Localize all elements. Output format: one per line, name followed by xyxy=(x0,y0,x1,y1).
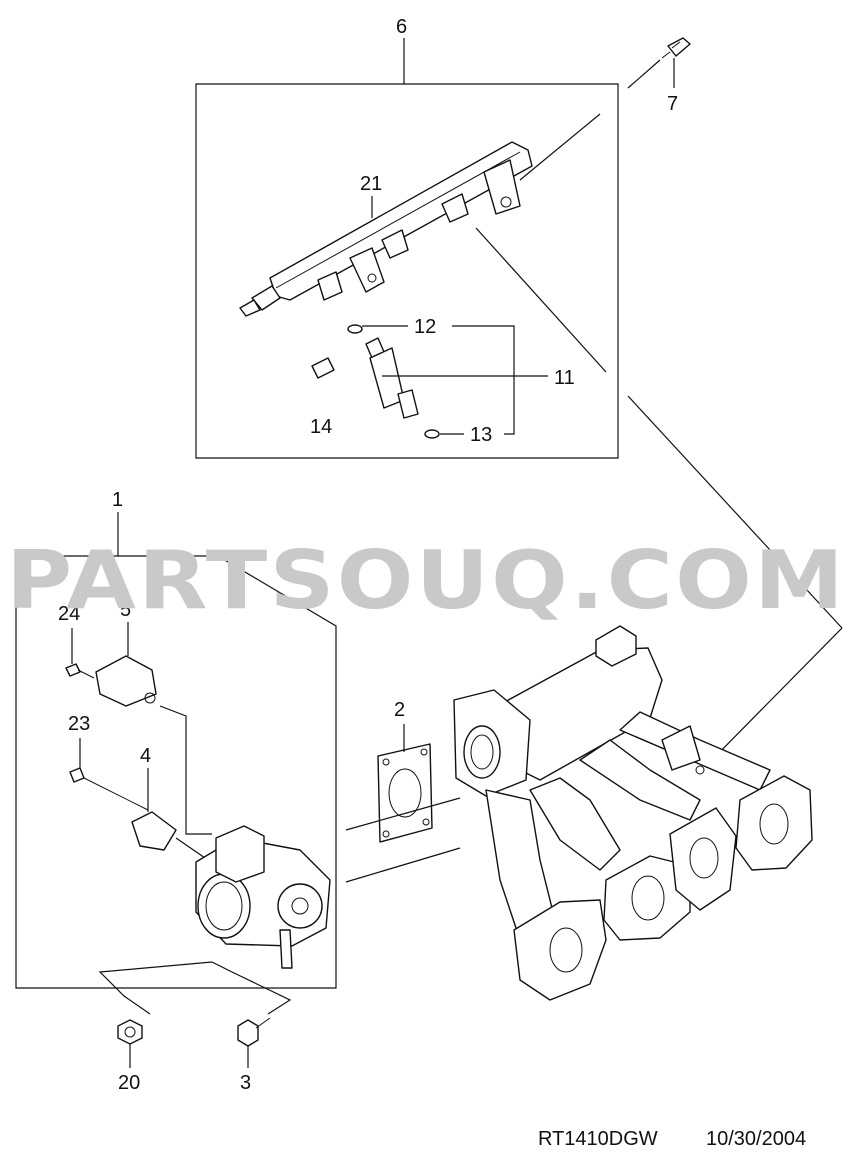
callout-4[interactable]: 4 xyxy=(140,745,151,767)
drawing-id: RT1410DGW xyxy=(538,1128,658,1150)
bolt-7[interactable] xyxy=(661,37,691,59)
callout-1[interactable]: 1 xyxy=(112,489,123,511)
gasket-axis-line-b xyxy=(345,847,461,883)
throttle-body-gasket[interactable] xyxy=(377,743,433,843)
watermark: PARTSOUQ.COM xyxy=(6,534,846,627)
bolt-7-axis xyxy=(627,59,661,89)
iac-to-throttle-line xyxy=(159,705,212,835)
fuel-rail-group-box xyxy=(195,83,619,459)
tps-to-throttle-line xyxy=(175,837,209,861)
bolt-3[interactable] xyxy=(237,1017,271,1047)
throttle-position-sensor[interactable] xyxy=(131,811,177,851)
nut-20[interactable] xyxy=(117,1019,143,1045)
screw-23[interactable] xyxy=(69,767,149,811)
screw-24[interactable] xyxy=(65,663,95,679)
callout-13[interactable]: 13 xyxy=(470,424,492,446)
rail-to-manifold-line-2 xyxy=(705,627,843,767)
callout-11[interactable]: 11 xyxy=(554,367,575,389)
o-ring-13[interactable] xyxy=(424,429,440,439)
fuel-rail[interactable] xyxy=(239,141,533,317)
callout-3[interactable]: 3 xyxy=(240,1072,251,1094)
rail-to-manifold-line xyxy=(627,395,843,629)
callout-14[interactable]: 14 xyxy=(310,416,332,438)
callout-24[interactable]: 24 xyxy=(58,603,80,625)
throttle-body-group-box xyxy=(15,555,337,989)
drawing-date: 10/30/2004 xyxy=(706,1128,806,1150)
idle-air-control-valve[interactable] xyxy=(95,655,157,707)
callout-7[interactable]: 7 xyxy=(667,93,678,115)
bracket-20-3-left xyxy=(98,961,213,1015)
gasket-axis-line-a xyxy=(345,797,461,831)
intake-manifold[interactable] xyxy=(453,625,813,1001)
rail-mount-line-b xyxy=(475,227,607,373)
throttle-body[interactable] xyxy=(195,825,331,969)
callout-21[interactable]: 21 xyxy=(360,173,382,195)
callout-12[interactable]: 12 xyxy=(414,316,436,338)
o-ring-12[interactable] xyxy=(347,324,363,334)
callout-5[interactable]: 5 xyxy=(120,599,131,621)
bracket-12-13 xyxy=(452,325,515,435)
rail-mount-line-a xyxy=(519,113,601,181)
bracket-20-3-right xyxy=(211,961,292,1015)
clip-14[interactable] xyxy=(311,357,335,379)
fuel-injector[interactable] xyxy=(365,337,419,419)
callout-6[interactable]: 6 xyxy=(396,16,407,38)
callout-2[interactable]: 2 xyxy=(394,699,405,721)
callout-20[interactable]: 20 xyxy=(118,1072,140,1094)
callout-23[interactable]: 23 xyxy=(68,713,90,735)
